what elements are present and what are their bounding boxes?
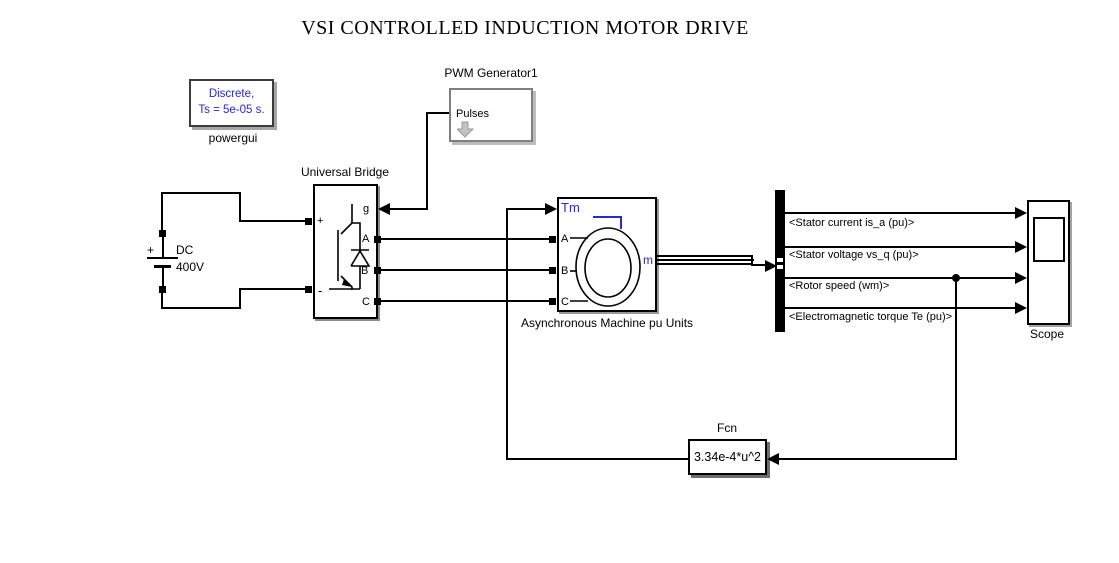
- wire-segment[interactable]: [506, 208, 508, 460]
- wire-segment[interactable]: [239, 288, 241, 309]
- machine-port-c: C: [561, 296, 569, 308]
- powergui-label[interactable]: powergui: [208, 131, 258, 145]
- dc-voltage: 400V: [176, 260, 205, 274]
- wire-segment[interactable]: [785, 277, 1016, 279]
- wire-segment[interactable]: [240, 288, 306, 290]
- pwm-generator-block[interactable]: Pulses: [449, 88, 533, 142]
- wire-segment[interactable]: [239, 192, 241, 222]
- wire-segment[interactable]: [426, 112, 428, 210]
- powergui-block[interactable]: Discrete, Ts = 5e-05 s.: [189, 79, 274, 127]
- signal-label-stator-current: <Stator current is_a (pu)>: [789, 217, 915, 229]
- bridge-port-b: B: [361, 265, 369, 277]
- wire-segment[interactable]: [381, 238, 549, 240]
- dc-name: DC: [176, 243, 194, 257]
- scope-block[interactable]: [1027, 200, 1070, 325]
- bridge-port-plus: +: [317, 215, 324, 227]
- powergui-text-line2: Ts = 5e-05 s.: [198, 104, 265, 116]
- universal-bridge-label[interactable]: Universal Bridge: [300, 165, 390, 179]
- battery-stem-top: [162, 237, 164, 258]
- port-marker: [159, 286, 166, 293]
- signal-label-stator-voltage: <Stator voltage vs_q (pu)>: [789, 249, 919, 261]
- wire-segment[interactable]: [785, 307, 1016, 309]
- port-marker: [374, 298, 381, 305]
- machine-port-m: m: [643, 253, 653, 267]
- wire-segment[interactable]: [161, 292, 163, 309]
- scope-screen: [1033, 217, 1065, 262]
- wire-segment[interactable]: [955, 278, 957, 460]
- port-marker: [549, 267, 556, 274]
- bus-wire[interactable]: [657, 259, 754, 261]
- scope-label[interactable]: Scope: [1029, 327, 1065, 341]
- arrowhead: [1015, 241, 1027, 253]
- port-marker: [374, 267, 381, 274]
- pwm-generator-label[interactable]: PWM Generator1: [444, 66, 538, 80]
- bus-input-port-marker: [776, 264, 784, 270]
- wire-segment[interactable]: [390, 208, 428, 210]
- arrowhead: [1015, 302, 1027, 314]
- wire-segment[interactable]: [779, 458, 957, 460]
- bridge-port-c: C: [362, 296, 370, 308]
- bridge-port-a: A: [362, 233, 370, 245]
- arrowhead: [1015, 207, 1027, 219]
- battery-stem-bottom: [162, 268, 164, 286]
- bus-wire[interactable]: [751, 255, 753, 266]
- bus-wire[interactable]: [751, 264, 766, 266]
- pulses-port-label: Pulses: [456, 108, 490, 120]
- bus-wire[interactable]: [657, 263, 751, 265]
- arrowhead: [545, 203, 557, 215]
- bus-input-port-marker: [776, 257, 784, 263]
- wire-segment[interactable]: [785, 212, 1016, 214]
- model-title[interactable]: VSI CONTROLLED INDUCTION MOTOR DRIVE: [301, 17, 749, 39]
- wire-segment[interactable]: [161, 307, 241, 309]
- arrowhead: [378, 203, 390, 215]
- wire-segment[interactable]: [161, 192, 163, 232]
- arrowhead: [765, 260, 777, 272]
- fcn-expression: 3.34e-4*u^2: [693, 450, 762, 464]
- bus-wire[interactable]: [657, 255, 751, 257]
- arrowhead: [1015, 272, 1027, 284]
- wire-segment[interactable]: [240, 220, 306, 222]
- async-machine-label[interactable]: Asynchronous Machine pu Units: [520, 316, 694, 330]
- wire-segment[interactable]: [785, 246, 1016, 248]
- wire-segment[interactable]: [161, 192, 241, 194]
- port-marker: [549, 298, 556, 305]
- pwm-down-arrow-icon: [457, 121, 474, 138]
- wire-segment[interactable]: [381, 300, 549, 302]
- battery-plate-short: [154, 265, 171, 268]
- machine-port-a: A: [561, 233, 569, 245]
- machine-port-tm: Tm: [561, 200, 580, 215]
- battery-plate-long: [147, 257, 178, 259]
- powergui-text-line1: Discrete,: [208, 88, 255, 101]
- arrowhead: [767, 453, 779, 465]
- port-marker: [305, 218, 312, 225]
- signal-label-rotor-speed: <Rotor speed (wm)>: [789, 280, 890, 292]
- fcn-label[interactable]: Fcn: [716, 421, 737, 435]
- battery-plus-sign: +: [147, 243, 155, 257]
- port-marker: [305, 286, 312, 293]
- port-marker: [549, 236, 556, 243]
- machine-port-b: B: [561, 265, 569, 277]
- bridge-port-minus: -: [318, 283, 323, 298]
- fcn-block[interactable]: 3.34e-4*u^2: [688, 439, 767, 475]
- wire-segment[interactable]: [507, 458, 689, 460]
- bridge-port-g: g: [363, 203, 370, 215]
- port-marker: [159, 230, 166, 237]
- wire-segment[interactable]: [427, 112, 449, 114]
- port-marker: [374, 236, 381, 243]
- wire-segment[interactable]: [381, 269, 549, 271]
- signal-label-torque: <Electromagnetic torque Te (pu)>: [789, 311, 953, 323]
- wire-segment[interactable]: [507, 208, 546, 210]
